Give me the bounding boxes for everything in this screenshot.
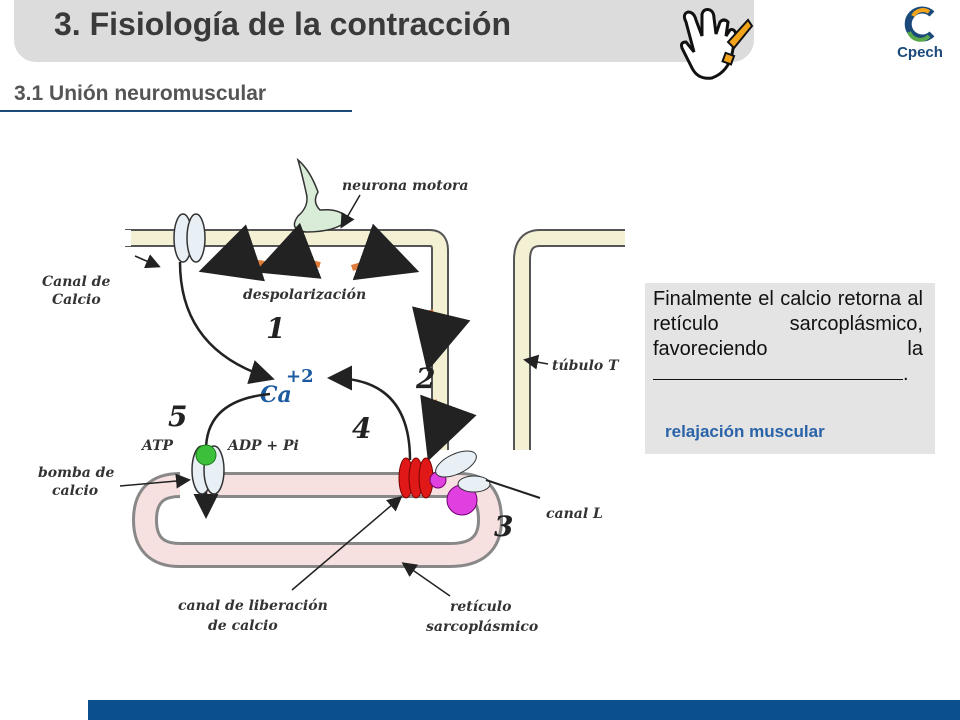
- depolarization-arrow-2: [254, 222, 322, 279]
- label-bomba-2: calcio: [52, 483, 98, 499]
- step-number-2: 2: [415, 362, 435, 395]
- canal-l-cap-1: [435, 450, 477, 478]
- label-neurona-motora: neurona motora: [342, 178, 469, 194]
- subtitle-underline: [0, 110, 352, 112]
- step-number-5: 5: [168, 400, 187, 433]
- pointing-hand-icon: [680, 8, 754, 80]
- motor-neuron: [293, 157, 349, 233]
- t-tubule-outer: [513, 229, 625, 450]
- reticulum-inner: [134, 475, 501, 565]
- label-reticulo-1: retículo: [450, 599, 511, 615]
- title-bar: 3. Fisiología de la contracción: [14, 0, 754, 62]
- label-atp: ATP: [140, 438, 174, 454]
- membrane-end: [125, 230, 131, 246]
- depolarization-arrow-4: [412, 306, 471, 372]
- section-subtitle: 3.1 Unión neuromuscular: [14, 82, 267, 105]
- label-canal-calcio-2: Calcio: [52, 292, 101, 308]
- answer-text: relajación muscular: [665, 422, 825, 441]
- cpech-logo: Cpech: [885, 4, 955, 70]
- membrane-inner: [125, 231, 447, 450]
- label-adp: ADP + Pi: [226, 438, 299, 454]
- calcium-channel-right: [186, 213, 206, 263]
- step-number-4: 4: [352, 412, 371, 445]
- canal-l-cap-2: [457, 475, 491, 493]
- label-canal-l: canal L: [546, 506, 603, 522]
- label-despolarizacion: despolarización: [243, 287, 366, 303]
- label-ca-charge: +2: [286, 366, 314, 387]
- step1-arrow: [178, 261, 275, 384]
- info-text-body: Finalmente el calcio retorna al retículo…: [653, 288, 923, 360]
- step-number-1: 1: [266, 312, 285, 345]
- label-reticulo-2: sarcoplásmico: [426, 619, 538, 635]
- pump-atp-site: [195, 444, 217, 466]
- step-number-3: 3: [494, 510, 513, 543]
- depolarization-arrow-3: [350, 223, 420, 281]
- logo-text: Cpech: [897, 44, 943, 61]
- info-box: Finalmente el calcio retorna al retículo…: [645, 283, 935, 454]
- page-title: 3. Fisiología de la contracción: [54, 6, 511, 42]
- cpech-logo-mark: [904, 6, 935, 42]
- label-canal-calcio-1: Canal de: [42, 274, 110, 290]
- step4-arrow: [327, 365, 412, 461]
- answer-blank: [653, 363, 903, 380]
- label-bomba-1: bomba de: [38, 465, 114, 481]
- label-tubulo-t: túbulo T: [552, 358, 620, 374]
- neuromuscular-junction-diagram: neurona motora Canal de Calcio despolari…: [38, 157, 625, 635]
- depolarization-arrow-5: [420, 394, 477, 462]
- canal-l-line: [485, 479, 541, 499]
- t-tubule-inner: [515, 231, 625, 450]
- info-text-end: .: [903, 363, 909, 385]
- reticulum-outer: [131, 472, 504, 568]
- label-canal-liberacion-2: de calcio: [208, 618, 278, 634]
- depolarization-arrow-1: [198, 224, 271, 282]
- bottom-bar: [88, 700, 960, 720]
- info-text: Finalmente el calcio retorna al retículo…: [653, 287, 923, 387]
- label-canal-liberacion-1: canal de liberación: [178, 598, 328, 614]
